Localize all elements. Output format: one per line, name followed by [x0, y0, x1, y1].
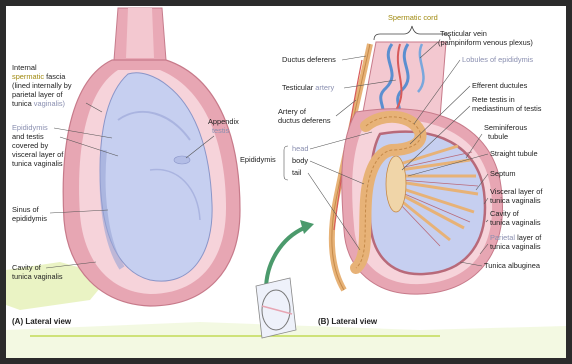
label-sinus-1: Sinus of — [12, 205, 40, 214]
label-head: head — [292, 144, 308, 153]
label-parietal-1: Parietal layer of — [490, 233, 542, 242]
label-seminiferous-2: tubule — [488, 132, 508, 141]
label-artery-ductus-1: Artery of — [278, 107, 307, 116]
label-parietal-2: tunica vaginalis — [490, 242, 541, 251]
label-albuginea: Tunica albuginea — [484, 261, 541, 270]
label-seminiferous-1: Seminiferous — [484, 123, 527, 132]
label-testicular-artery: Testicular artery — [282, 83, 334, 92]
caption-panel-a: (A) Lateral view — [12, 317, 72, 326]
label-fascia-1: Internal — [12, 63, 37, 72]
label-epi-5: tunica vaginalis — [12, 159, 63, 168]
label-cavity-b-1: Cavity of — [490, 209, 520, 218]
label-epi-2: and testis — [12, 132, 44, 141]
label-efferent: Efferent ductules — [472, 81, 528, 90]
label-lobules: Lobules of epididymis — [462, 55, 533, 64]
label-rete-2: mediastinum of testis — [472, 104, 542, 113]
label-septum: Septum — [490, 169, 515, 178]
label-epi-3: covered by — [12, 141, 48, 150]
caption-panel-b: (B) Lateral view — [318, 317, 378, 326]
label-sinus-2: epididymis — [12, 214, 47, 223]
label-cavity-2: tunica vaginalis — [12, 272, 63, 281]
label-spermatic-cord: Spermatic cord — [388, 13, 438, 22]
label-straight-tubule: Straight tubule — [490, 149, 538, 158]
label-epi-1: Epididymis — [12, 123, 48, 132]
label-epi-4: visceral layer of — [12, 150, 64, 159]
label-tail: tail — [292, 168, 302, 177]
label-fascia-2: spermatic fascia — [12, 72, 66, 81]
label-fascia-3: (lined internally by — [12, 81, 72, 90]
label-cavity-1: Cavity of — [12, 263, 42, 272]
rete-testis — [386, 156, 406, 212]
label-visceral-2: tunica vaginalis — [490, 196, 541, 205]
label-cavity-b-2: tunica vaginalis — [490, 218, 541, 227]
label-appendix-2: testis — [212, 126, 230, 135]
label-fascia-5: tunica vaginalis) — [12, 99, 65, 108]
label-appendix-1: Appendix — [208, 117, 239, 126]
label-epididymis: Epididymis — [240, 155, 276, 164]
label-artery-ductus-2: ductus deferens — [278, 116, 331, 125]
sagittal-section-orientation-icon — [256, 278, 296, 338]
label-visceral-1: Visceral layer of — [490, 187, 543, 196]
label-fascia-4: parietal layer of — [12, 90, 63, 99]
label-testicular-vein-1: Testicular vein — [440, 29, 487, 38]
label-body: body — [292, 156, 308, 165]
label-testicular-vein-2: (pampiniform venous plexus) — [438, 38, 533, 47]
label-ductus-deferens: Ductus deferens — [282, 55, 336, 64]
label-rete-1: Rete testis in — [472, 95, 515, 104]
